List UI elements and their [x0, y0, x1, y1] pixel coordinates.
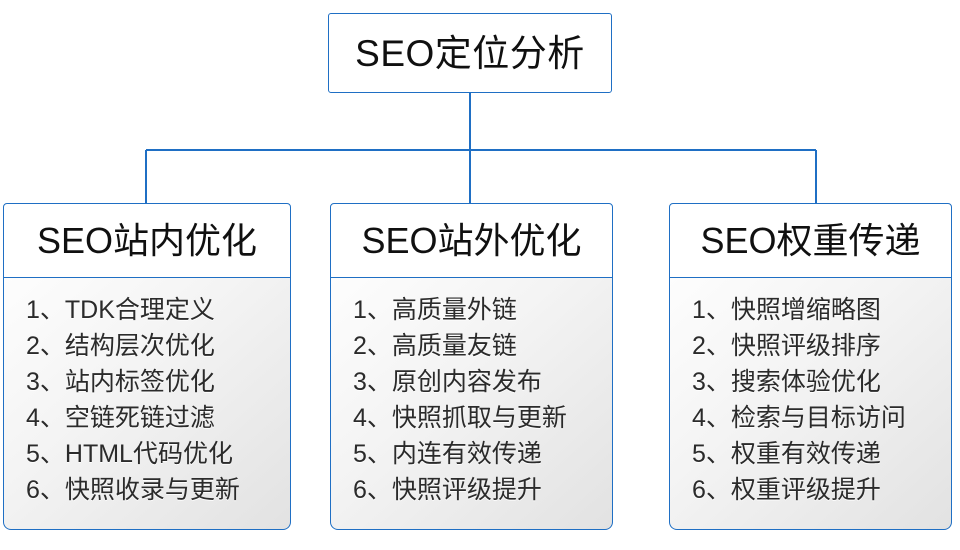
- list-item: 6、快照收录与更新: [26, 472, 290, 508]
- list-item: 4、空链死链过滤: [26, 400, 290, 436]
- list-item: 4、快照抓取与更新: [353, 400, 612, 436]
- root-node-label: SEO定位分析: [355, 32, 585, 74]
- branch-column-1: SEO站内优化 1、TDK合理定义 2、结构层次优化 3、站内标签优化 4、空链…: [3, 203, 291, 530]
- list-item: 3、原创内容发布: [353, 364, 612, 400]
- list-item-text: 快照评级提升: [391, 476, 542, 504]
- list-item: 2、快照评级排序: [692, 328, 951, 364]
- list-item-text: 快照收录与更新: [64, 476, 240, 504]
- list-item-text: TDK合理定义: [64, 296, 215, 324]
- list-item-index: 3、: [692, 368, 731, 396]
- list-item-text: 快照增缩略图: [730, 296, 881, 324]
- list-item: 5、权重有效传递: [692, 436, 951, 472]
- list-item-index: 6、: [26, 476, 65, 504]
- branch-body-3: 1、快照增缩略图 2、快照评级排序 3、搜索体验优化 4、检索与目标访问 5、权…: [669, 278, 952, 530]
- list-item: 6、快照评级提升: [353, 472, 612, 508]
- list-item-text: 内连有效传递: [391, 440, 542, 468]
- list-item: 5、HTML代码优化: [26, 436, 290, 472]
- list-item-text: 站内标签优化: [64, 368, 215, 396]
- list-item-index: 1、: [353, 296, 392, 324]
- list-item-index: 4、: [26, 404, 65, 432]
- branch-item-list-2: 1、高质量外链 2、高质量友链 3、原创内容发布 4、快照抓取与更新 5、内连有…: [353, 292, 612, 508]
- list-item: 1、高质量外链: [353, 292, 612, 328]
- branch-item-list-1: 1、TDK合理定义 2、结构层次优化 3、站内标签优化 4、空链死链过滤 5、H…: [26, 292, 290, 508]
- list-item-text: 快照评级排序: [730, 332, 881, 360]
- list-item-text: 高质量友链: [391, 332, 517, 360]
- list-item-index: 1、: [26, 296, 65, 324]
- list-item: 6、权重评级提升: [692, 472, 951, 508]
- list-item-text: 高质量外链: [391, 296, 517, 324]
- list-item-text: 权重有效传递: [730, 440, 881, 468]
- list-item-text: 快照抓取与更新: [391, 404, 567, 432]
- list-item-index: 6、: [692, 476, 731, 504]
- list-item: 4、检索与目标访问: [692, 400, 951, 436]
- list-item-text: 空链死链过滤: [64, 404, 215, 432]
- list-item-index: 2、: [26, 332, 65, 360]
- list-item-text: HTML代码优化: [64, 440, 233, 468]
- branch-header-label-3: SEO权重传递: [700, 219, 921, 261]
- branch-header-2[interactable]: SEO站外优化: [330, 203, 613, 278]
- list-item: 3、搜索体验优化: [692, 364, 951, 400]
- list-item: 1、TDK合理定义: [26, 292, 290, 328]
- list-item-text: 原创内容发布: [391, 368, 542, 396]
- branch-header-label-2: SEO站外优化: [361, 219, 582, 261]
- list-item-index: 2、: [692, 332, 731, 360]
- list-item-index: 3、: [353, 368, 392, 396]
- root-node[interactable]: SEO定位分析: [328, 13, 612, 93]
- list-item-index: 4、: [353, 404, 392, 432]
- list-item: 5、内连有效传递: [353, 436, 612, 472]
- list-item-index: 4、: [692, 404, 731, 432]
- list-item: 1、快照增缩略图: [692, 292, 951, 328]
- list-item-text: 检索与目标访问: [730, 404, 906, 432]
- branch-column-2: SEO站外优化 1、高质量外链 2、高质量友链 3、原创内容发布 4、快照抓取与…: [330, 203, 613, 530]
- list-item-text: 搜索体验优化: [730, 368, 881, 396]
- list-item-index: 6、: [353, 476, 392, 504]
- branch-header-label-1: SEO站内优化: [36, 219, 258, 261]
- list-item-index: 3、: [26, 368, 65, 396]
- list-item-text: 结构层次优化: [64, 332, 215, 360]
- branch-header-1[interactable]: SEO站内优化: [3, 203, 291, 278]
- branch-header-3[interactable]: SEO权重传递: [669, 203, 952, 278]
- list-item-index: 5、: [353, 440, 392, 468]
- list-item: 2、高质量友链: [353, 328, 612, 364]
- list-item: 2、结构层次优化: [26, 328, 290, 364]
- branch-column-3: SEO权重传递 1、快照增缩略图 2、快照评级排序 3、搜索体验优化 4、检索与…: [669, 203, 952, 530]
- list-item-text: 权重评级提升: [730, 476, 881, 504]
- list-item-index: 1、: [692, 296, 731, 324]
- branch-body-2: 1、高质量外链 2、高质量友链 3、原创内容发布 4、快照抓取与更新 5、内连有…: [330, 278, 613, 530]
- list-item-index: 2、: [353, 332, 392, 360]
- branch-item-list-3: 1、快照增缩略图 2、快照评级排序 3、搜索体验优化 4、检索与目标访问 5、权…: [692, 292, 951, 508]
- branch-body-1: 1、TDK合理定义 2、结构层次优化 3、站内标签优化 4、空链死链过滤 5、H…: [3, 278, 291, 530]
- list-item-index: 5、: [692, 440, 731, 468]
- list-item: 3、站内标签优化: [26, 364, 290, 400]
- list-item-index: 5、: [26, 440, 65, 468]
